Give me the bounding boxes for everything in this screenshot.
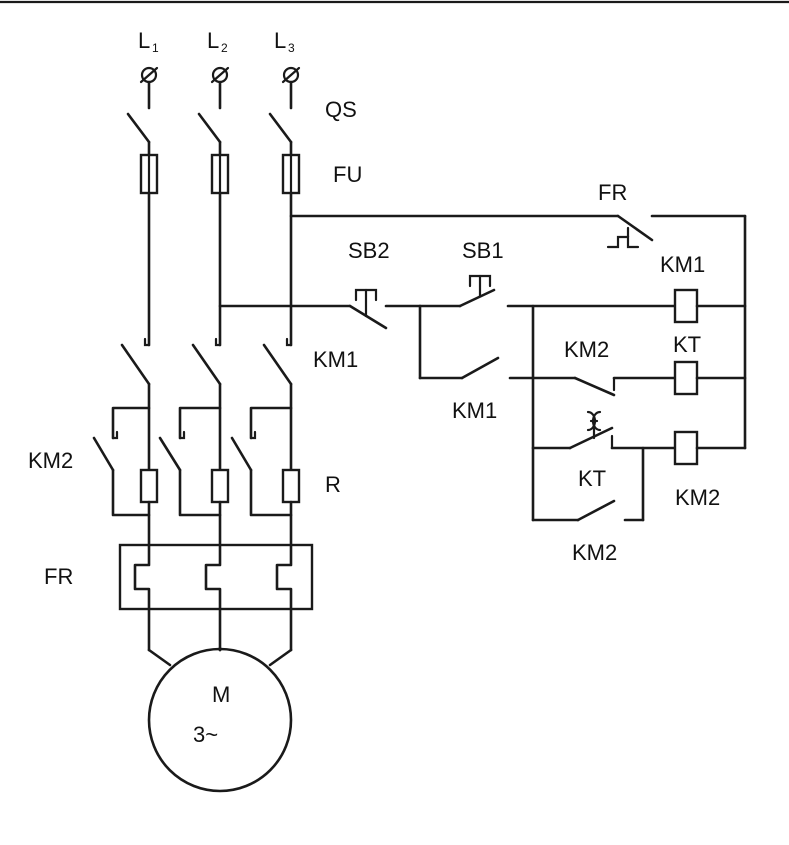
terminal-l2-icon — [210, 66, 230, 110]
motor-m-label: M — [212, 682, 230, 707]
motor — [147, 647, 293, 793]
r-label: R — [325, 472, 341, 497]
control-top-line — [289, 214, 747, 450]
sb2-label: SB2 — [348, 238, 390, 263]
km2-main-contacts — [92, 406, 293, 517]
r-resistors — [139, 468, 301, 547]
sb1-label: SB1 — [462, 238, 504, 263]
km1-hold-contact — [418, 304, 535, 380]
main-feeders — [143, 191, 293, 347]
km2-hold-label: KM2 — [572, 540, 617, 565]
control-start-line — [218, 288, 677, 330]
km2-nc-label: KM2 — [564, 337, 609, 362]
terminal-l3-icon — [281, 66, 301, 110]
fr-thermal-symbol-icon — [606, 226, 640, 249]
phase-l1-subscript: 1 — [152, 41, 159, 55]
km1-main-label: KM1 — [313, 347, 358, 372]
fu-fuses — [139, 153, 301, 195]
sb1-button-icon — [468, 274, 492, 298]
fu-label: FU — [333, 162, 362, 187]
kt-km2-branch — [531, 426, 747, 466]
phase-l2-label: L — [207, 28, 219, 53]
kt-contact-label: KT — [578, 466, 606, 491]
km2-hold-contact — [531, 446, 645, 522]
fr-main-label: FR — [44, 564, 73, 589]
phase-l1-label: L — [138, 28, 150, 53]
terminal-l1-icon — [139, 66, 159, 110]
phase-l3-label: L — [274, 28, 286, 53]
kt-coil-label: KT — [673, 332, 701, 357]
fr-thermal-relay — [118, 543, 314, 667]
qs-switch — [126, 112, 293, 157]
motor-type-label: 3~ — [193, 722, 218, 747]
km1-hold-label: KM1 — [452, 398, 497, 423]
km1-coil-label: KM1 — [660, 252, 705, 277]
km2-main-label: KM2 — [28, 448, 73, 473]
sb2-button-icon — [354, 288, 378, 318]
km1-coil — [673, 288, 747, 324]
km2-nc-kt-branch — [531, 360, 747, 397]
kt-delay-symbol-icon — [586, 410, 602, 440]
phase-l2-subscript: 2 — [221, 41, 228, 55]
qs-label: QS — [325, 97, 357, 122]
km1-main-contacts — [120, 343, 293, 472]
km2-coil-label: KM2 — [675, 485, 720, 510]
phase-l3-subscript: 3 — [288, 41, 295, 55]
fr-control-label: FR — [598, 180, 627, 205]
